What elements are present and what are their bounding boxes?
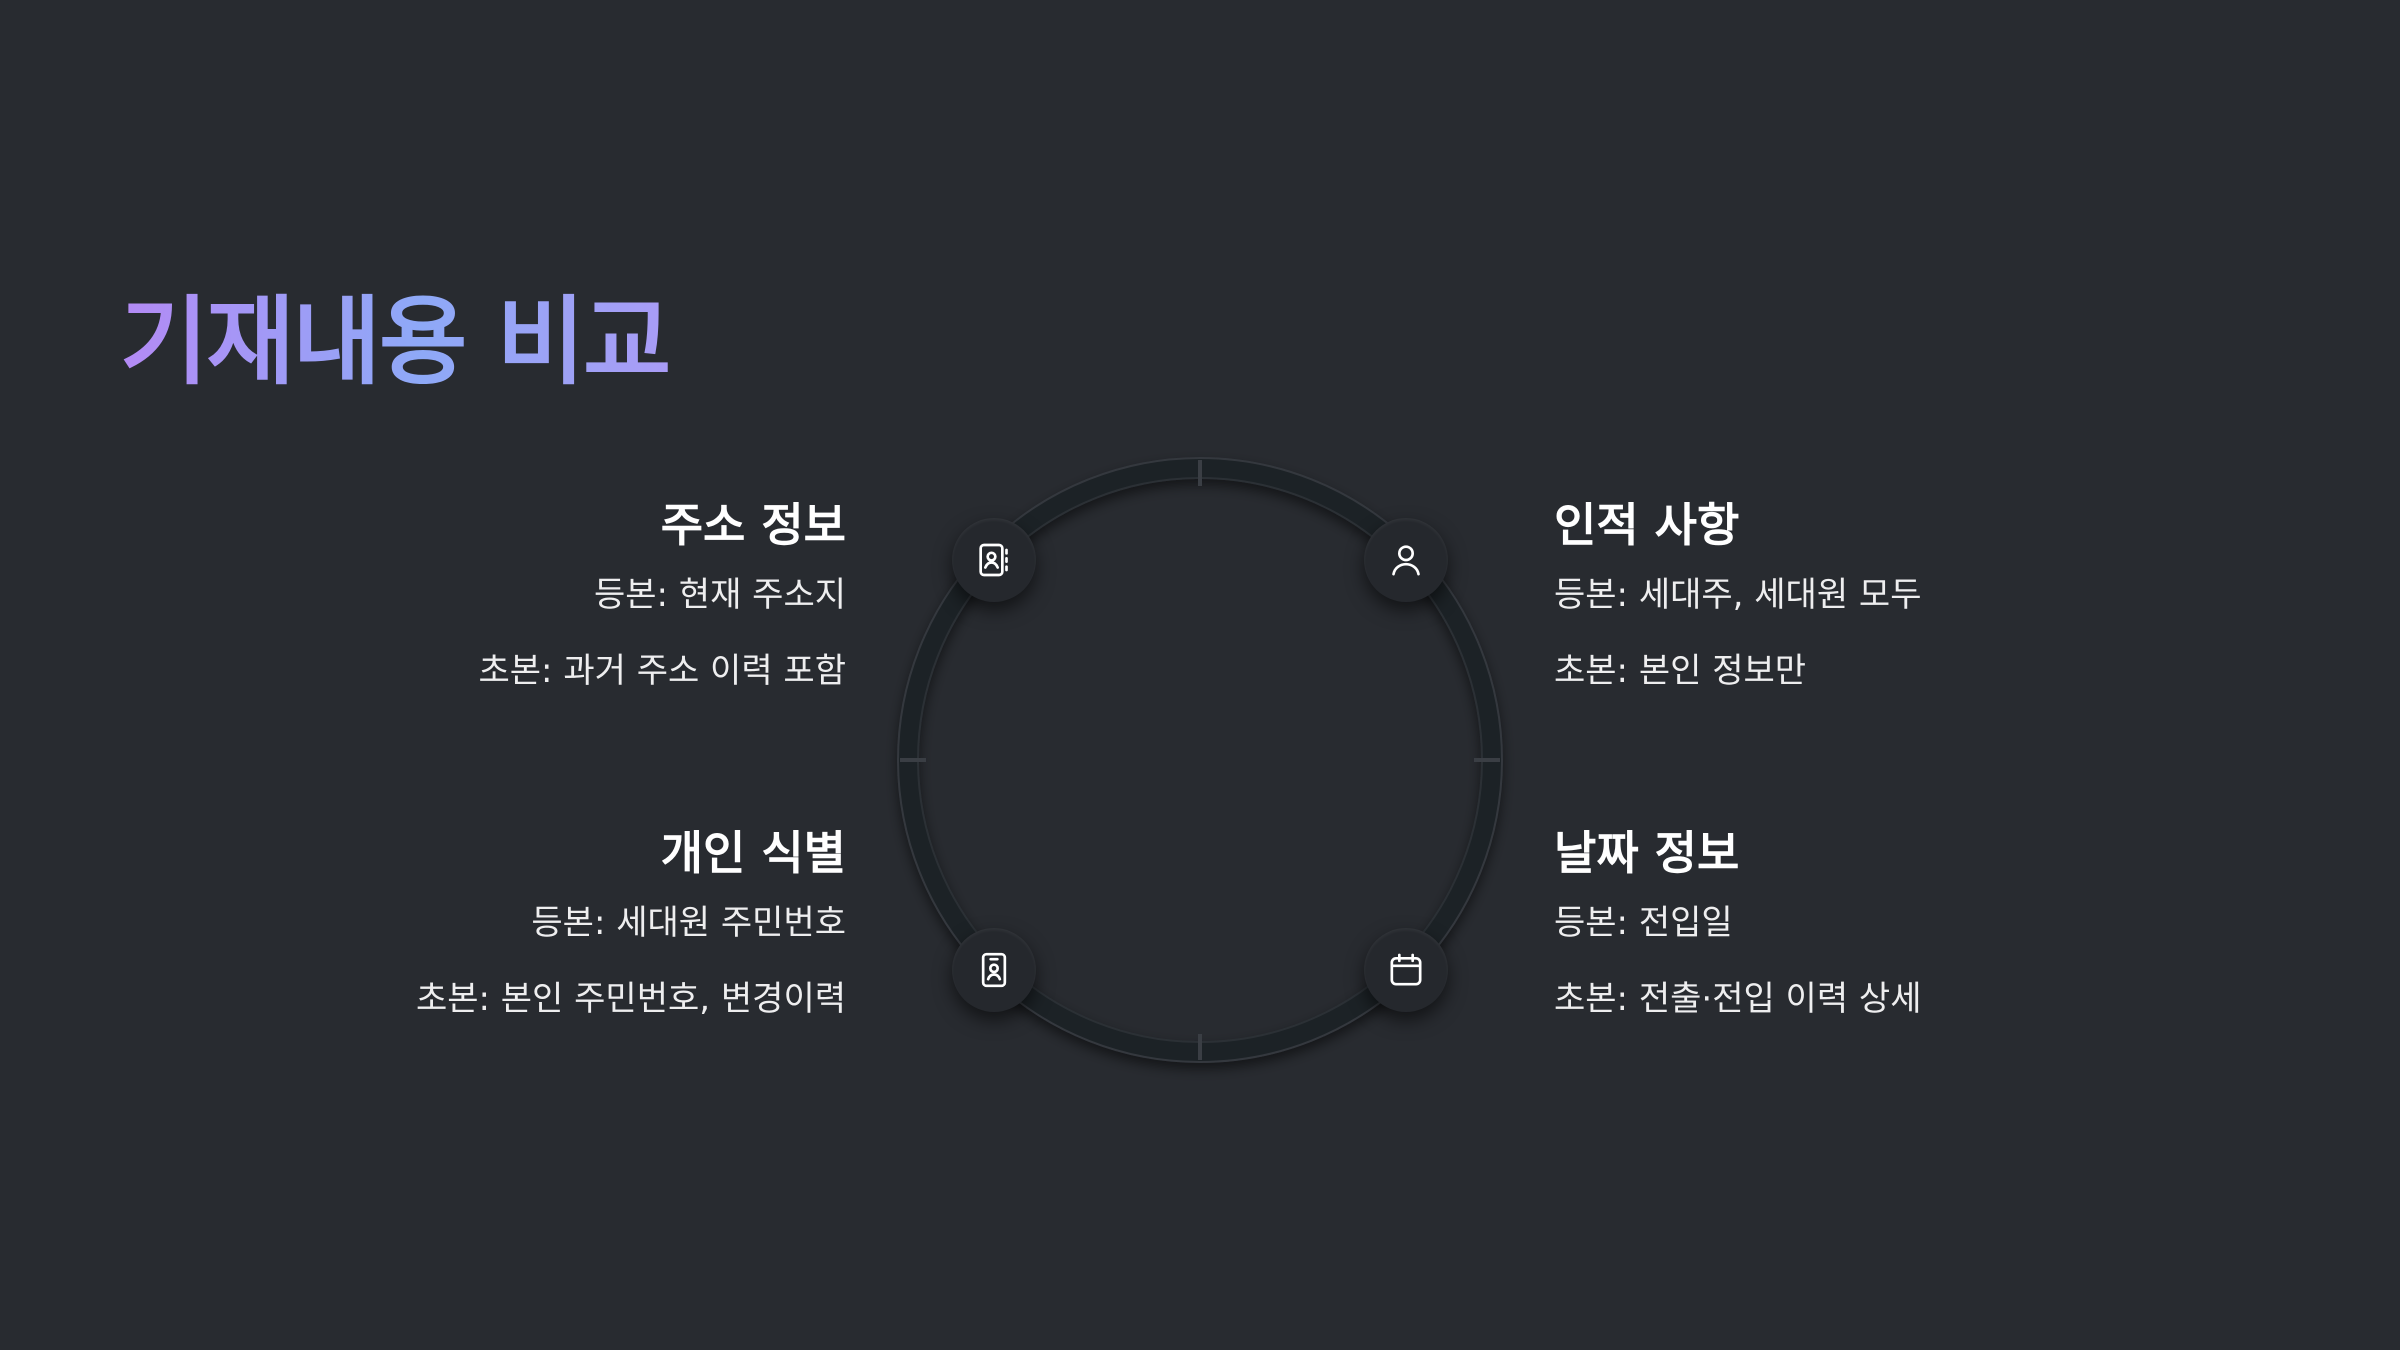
node-address — [952, 518, 1036, 602]
section-address: 주소 정보 등본: 현재 주소지 초본: 과거 주소 이력 포함 — [86, 494, 847, 694]
section-heading: 날짜 정보 — [1554, 826, 1740, 880]
node-personal — [1364, 518, 1448, 602]
node-identity — [952, 928, 1036, 1012]
section-line: 등본: 세대원 주민번호 — [531, 903, 846, 943]
section-line: 등본: 현재 주소지 — [593, 575, 846, 615]
section-line: 등본: 전입일 — [1554, 903, 1733, 943]
contact-book-icon — [979, 543, 1008, 577]
page-title: 기재내용 비교 — [120, 282, 671, 402]
node-date — [1364, 928, 1448, 1012]
section-line: 초본: 전출·전입 이력 상세 — [1554, 979, 1922, 1019]
section-line: 초본: 본인 정보만 — [1554, 651, 1807, 691]
id-badge-icon — [981, 952, 1007, 988]
section-line: 초본: 본인 주민번호, 변경이력 — [415, 979, 846, 1019]
section-identity: 개인 식별 등본: 세대원 주민번호 초본: 본인 주민번호, 변경이력 — [86, 822, 846, 1022]
calendar-icon — [1390, 953, 1422, 986]
section-heading: 인적 사항 — [1554, 498, 1740, 552]
section-line: 등본: 세대주, 세대원 모두 — [1554, 575, 1922, 615]
section-personal: 인적 사항 등본: 세대주, 세대원 모두 초본: 본인 정보만 — [1554, 494, 2314, 694]
person-icon — [1392, 545, 1420, 576]
section-heading: 주소 정보 — [660, 498, 846, 552]
section-date: 날짜 정보 등본: 전입일 초본: 전출·전입 이력 상세 — [1554, 822, 2314, 1022]
section-line: 초본: 과거 주소 이력 포함 — [478, 651, 847, 691]
section-heading: 개인 식별 — [660, 826, 846, 880]
